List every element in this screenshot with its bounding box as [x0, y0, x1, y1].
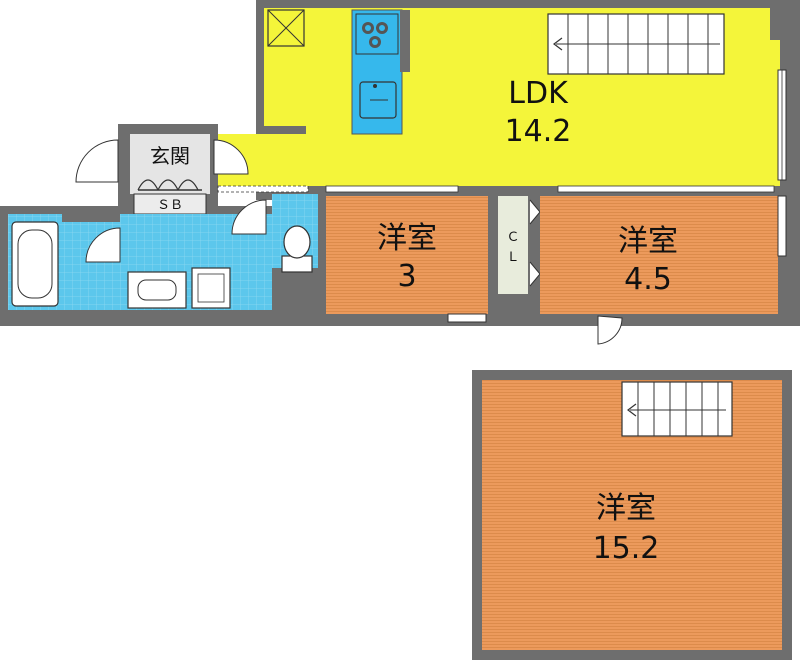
- western-room-15-2-name: 洋室: [596, 491, 656, 526]
- western-room-3-name: 洋室: [377, 221, 437, 256]
- western-room-15-2: 洋室 15.2: [472, 370, 792, 660]
- entrance-door-icon: [75, 139, 119, 183]
- sink-icon: [359, 81, 397, 119]
- entrance-inner-door-icon: [213, 139, 249, 175]
- vent-icon: [267, 9, 305, 47]
- entrance-area: 玄関 ＳＢ: [75, 134, 249, 215]
- stairs-icon: [547, 13, 725, 75]
- shoe-box-doors-icon: [137, 179, 202, 191]
- western-room-3: 洋室 3: [326, 196, 488, 323]
- balcony-door-icon: [597, 315, 623, 345]
- western-room-4-5-size: 4.5: [624, 262, 672, 297]
- western-room-4-5-name: 洋室: [618, 224, 678, 259]
- toilet-icon: [281, 225, 313, 273]
- entrance-label: 玄関: [150, 144, 190, 168]
- washing-machine-icon: [191, 267, 231, 309]
- ldk-size: 14.2: [505, 114, 572, 149]
- ldk-room: LDK 14.2: [217, 8, 787, 193]
- closet-label-1: Ｃ: [506, 230, 519, 245]
- western-room-4-5: 洋室 4.5: [540, 195, 787, 345]
- bathtub-icon: [11, 221, 59, 307]
- closet-area: Ｃ Ｌ: [498, 196, 541, 294]
- stove-icon: [362, 22, 388, 48]
- loft-stairs-icon: [621, 381, 733, 437]
- shoe-box-label: ＳＢ: [157, 198, 183, 213]
- ldk-name: LDK: [508, 76, 569, 111]
- closet-label-2: Ｌ: [506, 250, 519, 265]
- western-room-15-2-size: 15.2: [593, 531, 660, 566]
- wet-area: [8, 194, 318, 310]
- washbasin-icon: [127, 271, 187, 309]
- western-room-3-size: 3: [397, 259, 416, 294]
